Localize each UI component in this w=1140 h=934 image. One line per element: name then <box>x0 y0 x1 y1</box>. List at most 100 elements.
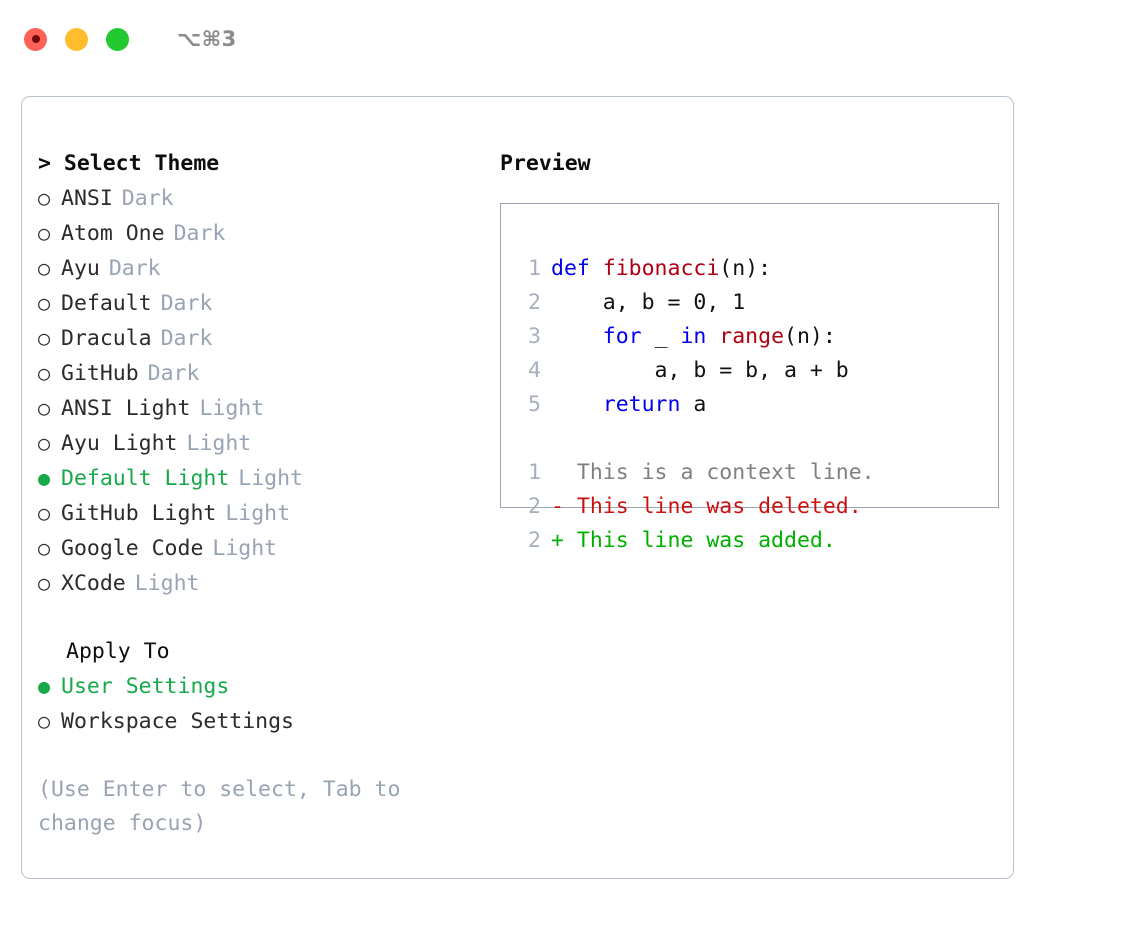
theme-variant-tag: Light <box>225 501 291 526</box>
radio-unselected-icon: ○ <box>38 361 51 385</box>
code-line: 3 for _ in range(n): <box>515 320 875 354</box>
diff-line-content: + This line was added. <box>551 528 836 553</box>
close-button[interactable] <box>24 27 47 51</box>
radio-unselected-icon: ○ <box>38 501 51 525</box>
code-line: 2 a, b = 0, 1 <box>515 286 875 320</box>
theme-option-ayu[interactable]: ○ Ayu Dark <box>38 251 488 286</box>
line-number: 2 <box>528 528 541 553</box>
theme-option-label: GitHub Light <box>61 501 217 526</box>
theme-option-atom-one[interactable]: ○ Atom One Dark <box>38 216 488 251</box>
code-token-plain: (n): <box>784 324 836 349</box>
apply-to-option-label: User Settings <box>61 674 230 699</box>
line-number: 2 <box>528 494 541 519</box>
theme-option-github-light[interactable]: ○ GitHub Light Light <box>38 496 488 531</box>
theme-option-default-light[interactable]: ● Default Light Light <box>38 461 488 496</box>
theme-variant-tag: Dark <box>160 326 213 351</box>
theme-variant-tag: Dark <box>173 221 226 246</box>
code-token-fn: fibonacci <box>602 256 720 281</box>
code-token-plain: a, b = 0, 1 <box>551 290 746 315</box>
theme-option-github[interactable]: ○ GitHub Dark <box>38 356 488 391</box>
radio-unselected-icon: ○ <box>38 396 51 420</box>
radio-unselected-icon: ○ <box>38 536 51 560</box>
theme-variant-tag: Light <box>238 466 304 491</box>
theme-option-label: Google Code <box>61 536 204 561</box>
theme-option-label: Atom One <box>61 221 165 246</box>
keyboard-shortcut-label: ⌥⌘3 <box>177 27 237 51</box>
theme-variant-tag: Dark <box>160 291 213 316</box>
theme-variant-tag: Light <box>199 396 265 421</box>
radio-selected-icon: ● <box>38 466 51 490</box>
window-controls <box>24 27 129 51</box>
keyboard-hint-text: (Use Enter to select, Tab to change focu… <box>38 777 414 836</box>
code-token-plain: (n): <box>719 256 772 281</box>
radio-unselected-icon: ○ <box>38 256 51 280</box>
radio-unselected-icon: ○ <box>38 709 51 733</box>
preview-column: Preview <box>500 147 1000 181</box>
code-diff-separator <box>515 422 875 456</box>
radio-unselected-icon: ○ <box>38 431 51 455</box>
line-number: 2 <box>528 290 541 315</box>
theme-variant-tag: Light <box>186 431 252 456</box>
line-number: 1 <box>528 460 541 485</box>
theme-option-google-code[interactable]: ○ Google Code Light <box>38 531 488 566</box>
radio-unselected-icon: ○ <box>38 291 51 315</box>
theme-option-label: Dracula <box>61 326 152 351</box>
apply-to-option-list[interactable]: ●User Settings○Workspace Settings <box>38 669 488 739</box>
theme-variant-tag: Dark <box>108 256 161 281</box>
minimize-button[interactable] <box>65 27 88 51</box>
code-line-content: def fibonacci(n): <box>541 252 771 286</box>
radio-unselected-icon: ○ <box>38 186 51 210</box>
select-theme-header: > Select Theme <box>38 151 220 176</box>
code-token-fn: range <box>719 324 785 349</box>
code-token-plain: _ <box>654 324 681 349</box>
theme-variant-tag: Dark <box>121 186 174 211</box>
code-line-content: a, b = 0, 1 <box>541 286 745 320</box>
theme-option-label: GitHub <box>61 361 139 386</box>
line-number: 5 <box>528 392 541 417</box>
theme-option-label: Default Light <box>61 466 230 491</box>
code-token-plain: a, b = b, a + b <box>551 358 849 383</box>
apply-to-header: Apply To <box>66 639 170 664</box>
code-token-kw: for <box>551 324 655 349</box>
diff-line-content: This is a context line. <box>551 460 875 485</box>
theme-option-label: XCode <box>61 571 126 596</box>
code-token-kw: return <box>551 392 694 417</box>
diff-line-del: 2 - This line was deleted. <box>515 490 875 524</box>
theme-option-dracula[interactable]: ○ Dracula Dark <box>38 321 488 356</box>
line-number: 3 <box>528 324 541 349</box>
diff-line-ctx: 1 This is a context line. <box>515 456 875 490</box>
diff-line-content: - This line was deleted. <box>551 494 862 519</box>
code-token-kw: def <box>551 256 603 281</box>
line-number: 4 <box>528 358 541 383</box>
theme-variant-tag: Dark <box>147 361 200 386</box>
radio-unselected-icon: ○ <box>38 326 51 350</box>
apply-to-option-user-settings[interactable]: ●User Settings <box>38 669 488 704</box>
theme-option-label: Ayu Light <box>61 431 178 456</box>
maximize-button[interactable] <box>106 27 129 51</box>
code-line-content: return a <box>541 388 707 422</box>
theme-option-label: Ayu <box>61 256 100 281</box>
code-token-plain: a <box>693 392 707 417</box>
radio-unselected-icon: ○ <box>38 221 51 245</box>
theme-option-ayu-light[interactable]: ○ Ayu Light Light <box>38 426 488 461</box>
code-line: 5 return a <box>515 388 875 422</box>
code-token-kw: in <box>680 324 720 349</box>
code-line-content: for _ in range(n): <box>541 320 836 354</box>
code-line: 4 a, b = b, a + b <box>515 354 875 388</box>
theme-variant-tag: Light <box>212 536 278 561</box>
apply-to-option-workspace-settings[interactable]: ○Workspace Settings <box>38 704 488 739</box>
preview-header: Preview <box>500 151 591 176</box>
title-bar: ⌥⌘3 <box>0 0 1140 78</box>
radio-unselected-icon: ○ <box>38 571 51 595</box>
